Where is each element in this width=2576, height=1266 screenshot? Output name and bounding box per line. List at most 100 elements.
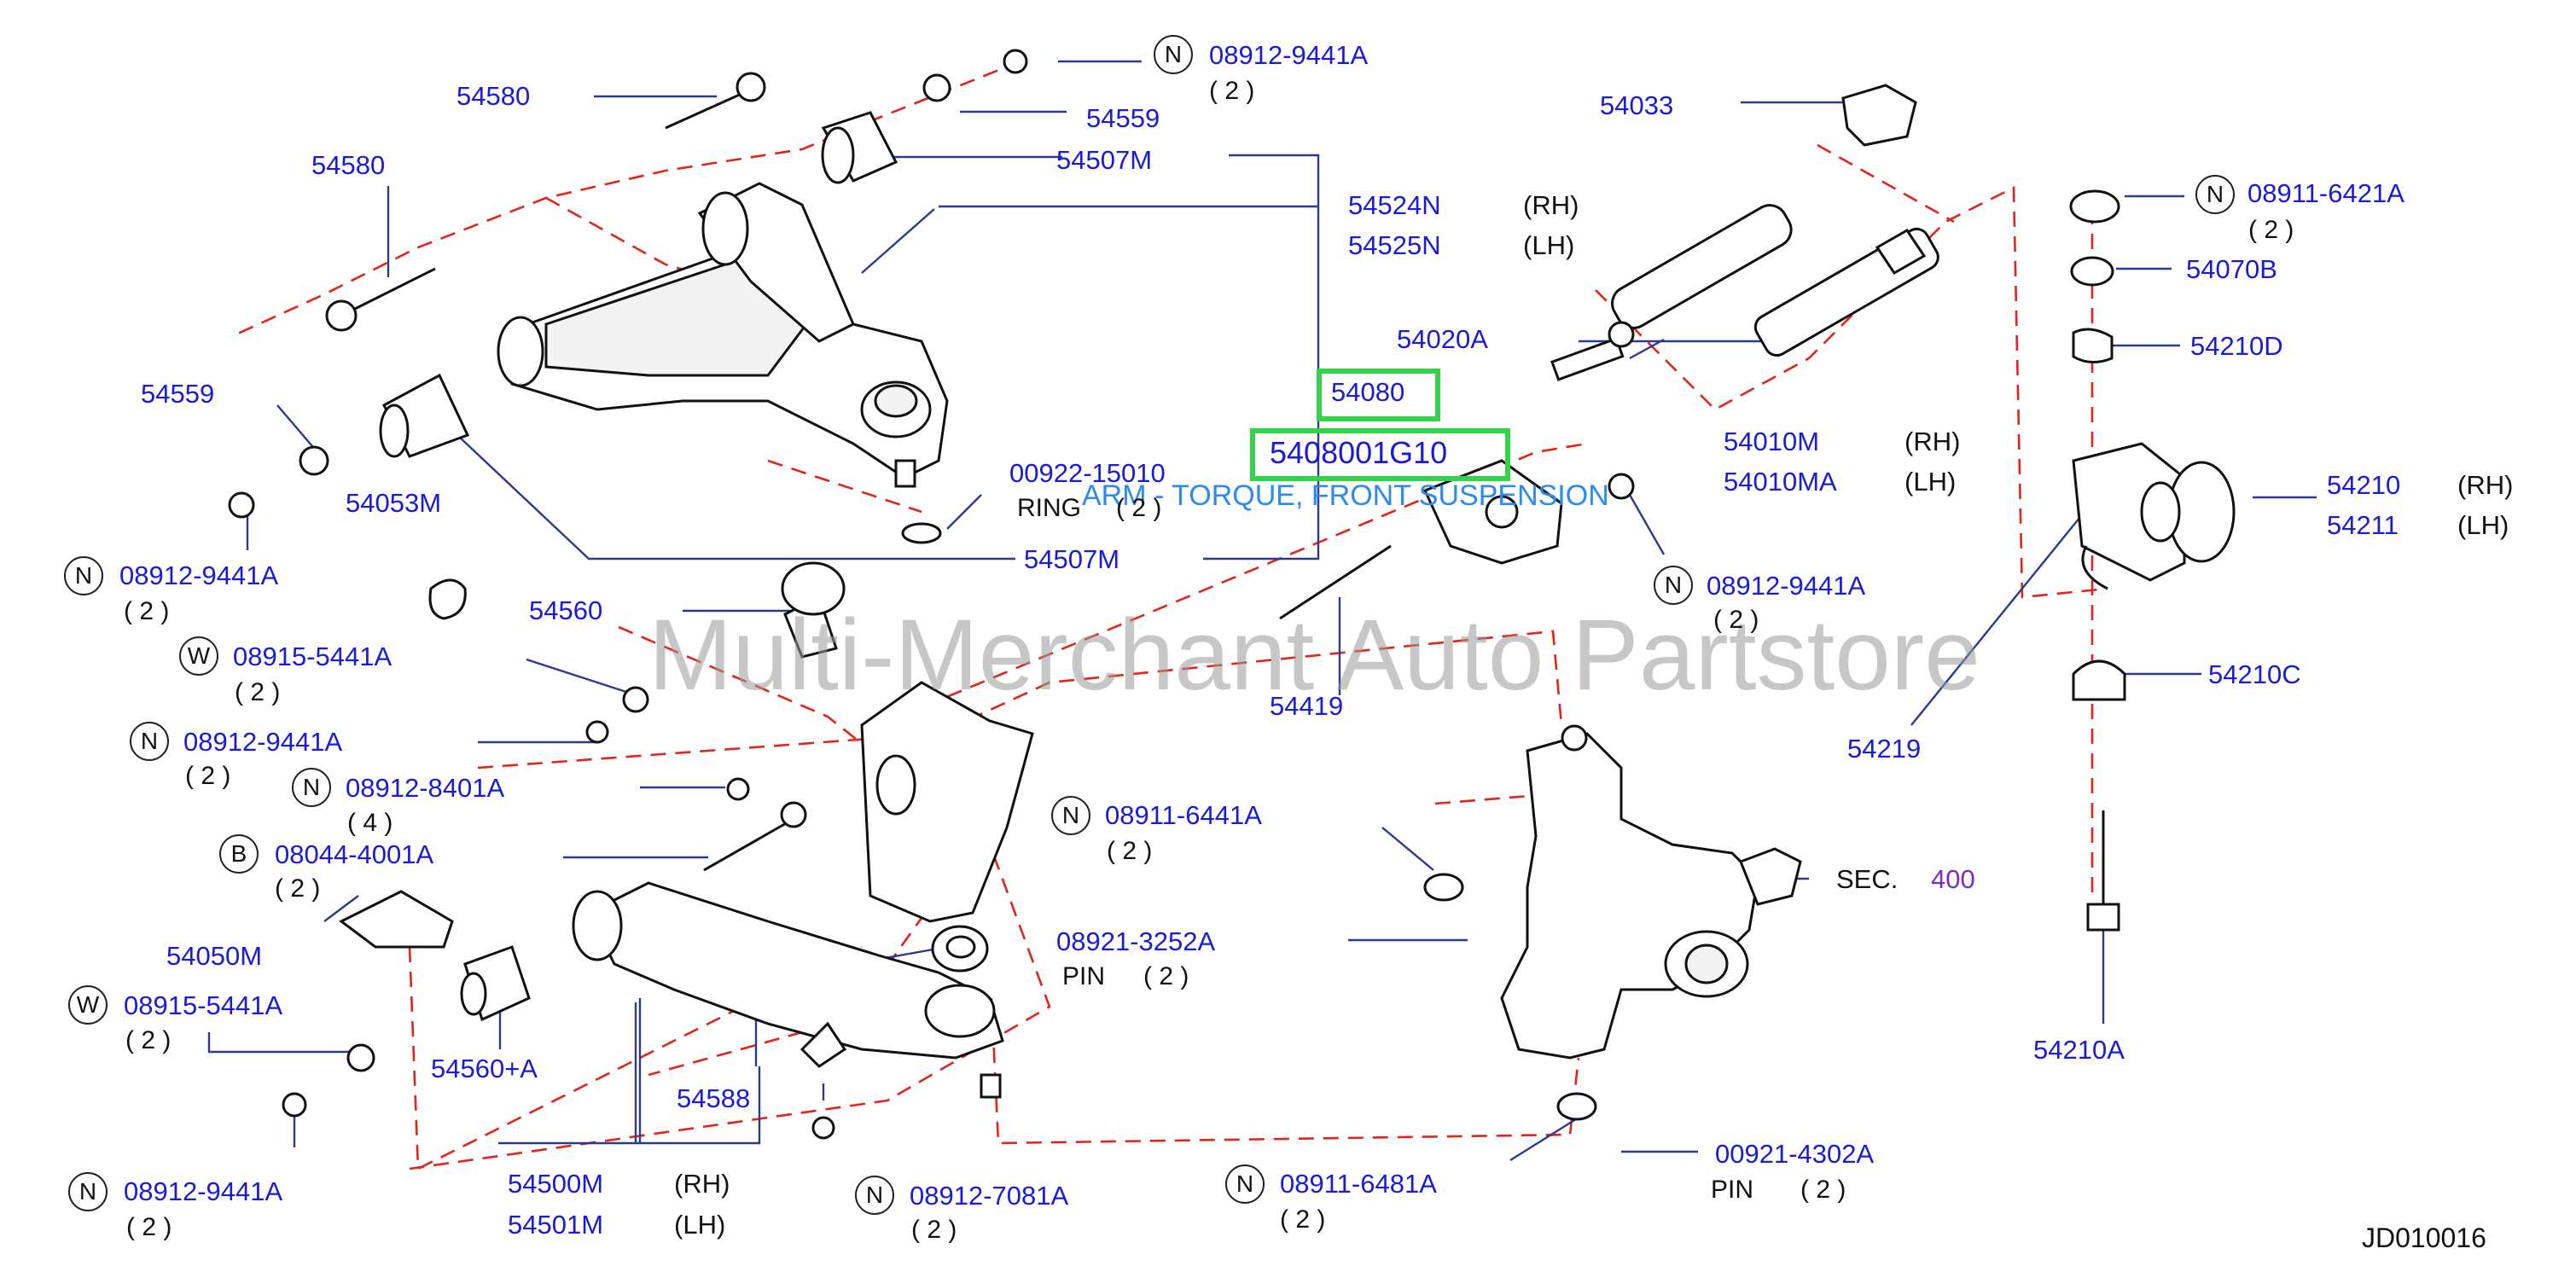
part-54507m-top[interactable]: 54507M — [1056, 145, 1153, 175]
pin-label-2: PIN — [1711, 1176, 1754, 1204]
highlight-part-code[interactable] — [1250, 428, 1510, 481]
rh-54210: (RH) — [2457, 470, 2514, 500]
part-54210a[interactable]: 54210A — [2033, 1035, 2125, 1065]
qty-08912-9441a-2: ( 2 ) — [185, 762, 231, 790]
upper-control-arm — [497, 182, 949, 488]
part-54580-left[interactable]: 54580 — [311, 150, 386, 180]
pin-label-1: PIN — [1062, 962, 1106, 990]
part-54080[interactable]: 54080 — [1331, 377, 1405, 407]
badge-n: N — [1225, 1164, 1265, 1204]
ring-label: RING — [1017, 494, 1081, 522]
part-54210[interactable]: 54210 — [2327, 470, 2401, 500]
part-54560[interactable]: 54560 — [529, 595, 603, 625]
part-54210c[interactable]: 54210C — [2208, 659, 2301, 689]
qty-08044-4001a: ( 2 ) — [275, 874, 321, 903]
qty-08912-7081a: ( 2 ) — [911, 1216, 957, 1244]
part-54524n[interactable]: 54524N — [1348, 190, 1441, 220]
sec-label: SEC. — [1836, 864, 1899, 894]
part-54507m-bottom[interactable]: 54507M — [1024, 544, 1120, 574]
qty-08912-9441a-mid: ( 2 ) — [1713, 606, 1759, 634]
badge-n: N — [68, 1172, 108, 1211]
rh-54500m: (RH) — [674, 1169, 730, 1199]
part-08911-6481a[interactable]: 08911-6481A — [1280, 1169, 1437, 1199]
part-00922-15010[interactable]: 00922-15010 — [1009, 458, 1166, 488]
qty-08912-8401a: ( 4 ) — [347, 809, 393, 837]
part-54580-top[interactable]: 54580 — [456, 81, 531, 111]
badge-n: N — [64, 556, 103, 595]
qty-08915-5441a-2: ( 2 ) — [125, 1026, 172, 1054]
part-08912-9441a-top[interactable]: 08912-9441A — [1209, 40, 1369, 70]
part-54419[interactable]: 54419 — [1270, 691, 1344, 721]
part-08912-7081a[interactable]: 08912-7081A — [910, 1181, 1069, 1211]
stabilizer-hardware — [1841, 84, 2236, 932]
badge-n: N — [292, 768, 331, 807]
watermark: Multi-Merchant Auto Partstore — [648, 599, 1980, 711]
part-54500m[interactable]: 54500M — [508, 1169, 604, 1199]
badge-n: N — [130, 722, 169, 761]
torque-arm — [1279, 204, 1939, 620]
qty-08912-9441a-top: ( 2 ) — [1209, 77, 1255, 105]
part-54010ma[interactable]: 54010MA — [1724, 467, 1837, 497]
diagram-id: JD010016 — [2362, 1222, 2486, 1253]
qty-ring: ( 2 ) — [1116, 494, 1162, 522]
qty-08911-6441a: ( 2 ) — [1107, 837, 1153, 865]
part-08912-8401a[interactable]: 08912-8401A — [346, 773, 505, 803]
qty-08912-9441a-1: ( 2 ) — [124, 597, 170, 625]
highlight-part-number[interactable] — [1317, 369, 1440, 421]
lh-54501m: (LH) — [674, 1210, 726, 1240]
part-08912-9441a-mid[interactable]: 08912-9441A — [1707, 571, 1866, 601]
upper-hardware — [228, 49, 1028, 620]
part-08044-4001a[interactable]: 08044-4001A — [275, 839, 434, 869]
part-08911-6441a[interactable]: 08911-6441A — [1105, 800, 1262, 830]
part-54033[interactable]: 54033 — [1600, 90, 1674, 120]
qty-08911-6421a: ( 2 ) — [2248, 216, 2294, 244]
badge-n: N — [2195, 175, 2235, 214]
part-54020a[interactable]: 54020A — [1397, 324, 1488, 354]
part-54070b[interactable]: 54070B — [2186, 254, 2277, 284]
qty-pin-2: ( 2 ) — [1800, 1176, 1846, 1204]
part-description: ARM - TORQUE, FRONT SUSPENSION — [1082, 479, 1609, 512]
badge-b: B — [219, 834, 259, 874]
part-00921-4302a[interactable]: 00921-4302A — [1715, 1139, 1875, 1169]
rh-54010m: (RH) — [1904, 427, 1961, 456]
part-08911-6421a[interactable]: 08911-6421A — [2247, 178, 2404, 208]
qty-08915-5441a-1: ( 2 ) — [235, 678, 281, 706]
part-08921-3252a[interactable]: 08921-3252A — [1056, 926, 1216, 956]
qty-08911-6481a: ( 2 ) — [1280, 1205, 1326, 1234]
leader-lines — [207, 60, 2317, 1162]
badge-n: N — [1654, 566, 1693, 605]
rh-54524n: (RH) — [1523, 190, 1579, 220]
part-54525n[interactable]: 54525N — [1348, 230, 1441, 260]
badge-w: W — [179, 636, 218, 676]
qty-pin-1: ( 2 ) — [1143, 962, 1189, 990]
part-code-5408001G10[interactable]: 5408001G10 — [1270, 435, 1448, 470]
part-54210d[interactable]: 54210D — [2190, 331, 2283, 361]
sec-400-link[interactable]: 400 — [1931, 864, 1975, 894]
lh-54010ma: (LH) — [1904, 467, 1957, 497]
lh-54211: (LH) — [2457, 510, 2509, 540]
part-54559-top[interactable]: 54559 — [1086, 103, 1160, 133]
part-08915-5441a-1[interactable]: 08915-5441A — [233, 642, 393, 671]
part-54559-left[interactable]: 54559 — [141, 379, 215, 409]
part-08915-5441a-2[interactable]: 08915-5441A — [124, 990, 283, 1020]
lh-54525n: (LH) — [1523, 230, 1575, 260]
part-54010m[interactable]: 54010M — [1724, 427, 1820, 456]
part-54053m[interactable]: 54053M — [346, 488, 442, 518]
badge-n: N — [1154, 35, 1193, 74]
part-08912-9441a-1[interactable]: 08912-9441A — [119, 560, 279, 590]
part-54211[interactable]: 54211 — [2327, 510, 2399, 540]
part-54560-plus-a[interactable]: 54560+A — [431, 1054, 538, 1083]
lower-control-arm — [282, 561, 1034, 1140]
part-54219[interactable]: 54219 — [1847, 734, 1922, 764]
badge-w: W — [68, 985, 108, 1025]
part-54501m[interactable]: 54501M — [508, 1210, 604, 1240]
part-54588[interactable]: 54588 — [677, 1083, 751, 1113]
badge-n: N — [855, 1176, 894, 1215]
qty-08912-9441a-3: ( 2 ) — [126, 1213, 172, 1241]
part-08912-9441a-3[interactable]: 08912-9441A — [124, 1176, 283, 1206]
badge-n: N — [1051, 796, 1090, 835]
part-08912-9441a-2[interactable]: 08912-9441A — [183, 727, 343, 757]
part-54050m[interactable]: 54050M — [166, 941, 263, 971]
steering-knuckle — [1423, 724, 1802, 1121]
